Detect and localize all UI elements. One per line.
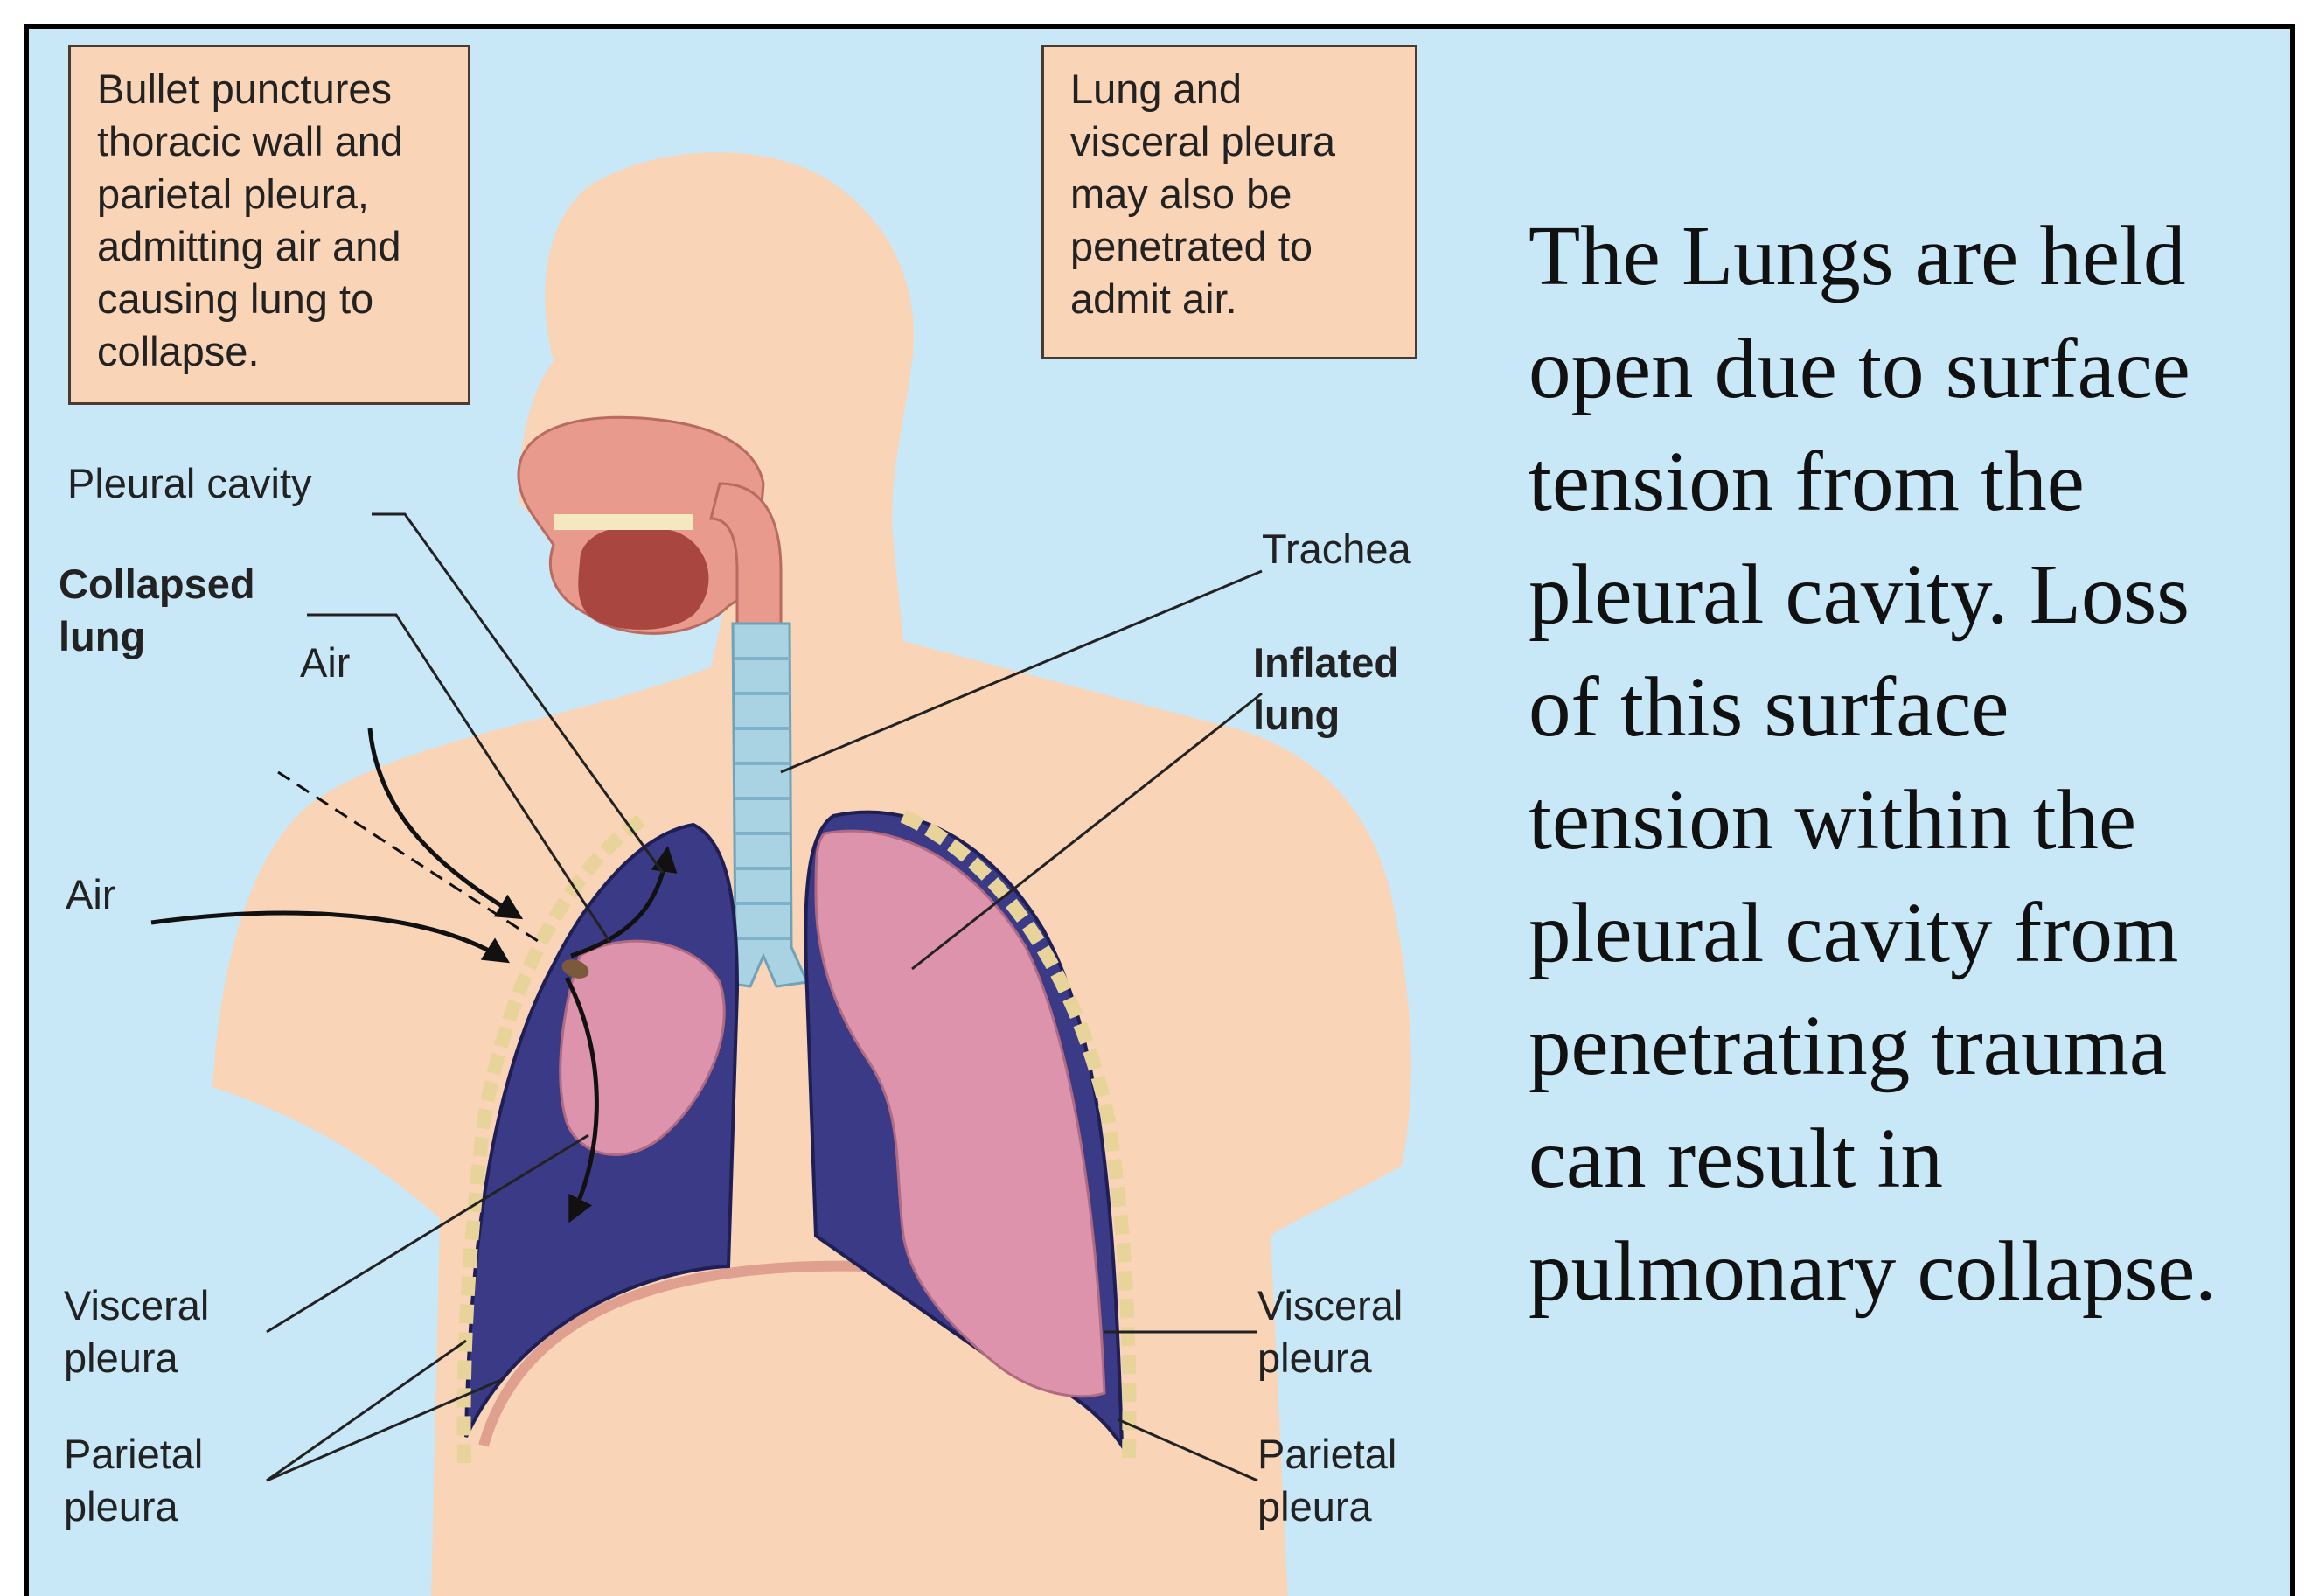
label-parietal-pleura-left: Parietal pleura — [64, 1428, 203, 1533]
label-pleural-cavity: Pleural cavity — [67, 457, 312, 510]
explanation-text: The Lungs are held open due to surface t… — [1529, 199, 2289, 1328]
label-visceral-pleura-left: Visceral pleura — [64, 1279, 209, 1384]
label-trachea: Trachea — [1262, 523, 1411, 575]
label-collapsed-lung: Collapsed lung — [59, 558, 255, 663]
callout-bullet-punctures: Bullet punctures thoracic wall and parie… — [68, 45, 470, 405]
tongue — [578, 526, 708, 630]
label-visceral-pleura-right: Visceral pleura — [1257, 1279, 1403, 1384]
label-air-left: Air — [66, 868, 115, 921]
diagram-frame: Bullet punctures thoracic wall and parie… — [24, 24, 2295, 1596]
label-parietal-pleura-right: Parietal pleura — [1257, 1428, 1396, 1533]
label-air-top: Air — [300, 637, 350, 689]
teeth — [554, 514, 693, 530]
label-inflated-lung: Inflated lung — [1253, 637, 1399, 742]
callout-visceral-penetration: Lung and visceral pleura may also be pen… — [1041, 45, 1417, 359]
